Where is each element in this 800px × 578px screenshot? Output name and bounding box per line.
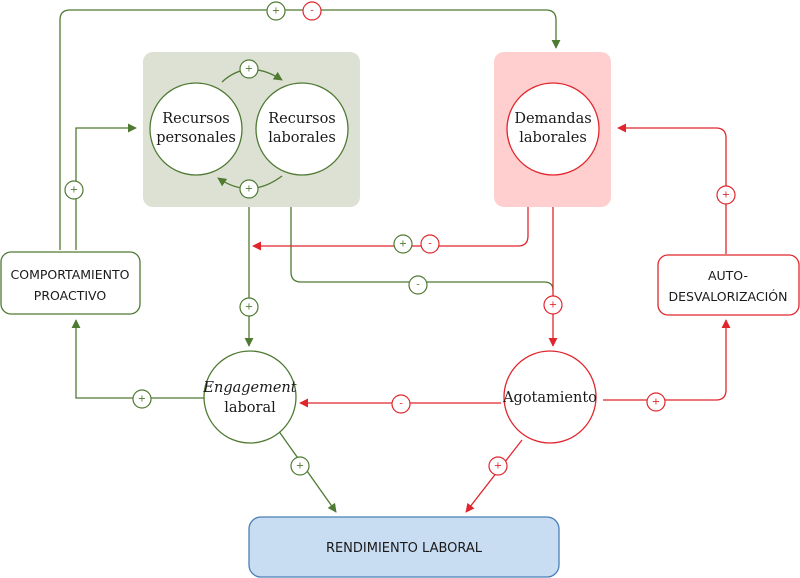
sign-plus-demands-to-resources: + (399, 239, 407, 250)
auto-desvalorizacion-line2: DESVALORIZACIÓN (669, 289, 788, 304)
arrow-exhaustion-to-self-devaluation (603, 319, 731, 401)
demandas-laborales-line2: laborales (519, 130, 587, 146)
sign-minus-resources-to-exhaustion: - (416, 280, 420, 291)
engagement-line1: Engagement (202, 380, 296, 396)
sign-plus-engagement-to-performance: + (296, 461, 304, 472)
arrow-engagement-to-proactive (71, 319, 205, 399)
recursos-laborales-line2: laborales (268, 130, 336, 146)
arrow-self-devaluation-to-demands (617, 123, 727, 254)
arrow-resources-to-exhaustion (290, 207, 554, 291)
node-rendimiento-laboral: RENDIMIENTO LABORAL (248, 516, 560, 578)
sign-minus-demands-to-resources: - (428, 239, 432, 250)
arrow-demands-to-resources (252, 207, 529, 251)
sign-minus-top-loop: - (310, 6, 314, 17)
sign-minus-exhaustion-to-engagement: - (399, 399, 403, 410)
comportamiento-line1: COMPORTAMIENTO (11, 267, 130, 282)
sign-plus-proactive-to-resources: + (70, 185, 78, 196)
demandas-laborales-line1: Demandas (514, 111, 591, 127)
node-auto-desvalorizacion: AUTO- DESVALORIZACIÓN (657, 254, 800, 316)
sign-plus-engagement-to-proactive: + (138, 394, 146, 405)
sign-plus-demands-to-exhaustion: + (549, 300, 557, 311)
node-comportamiento-proactivo: COMPORTAMIENTO PROACTIVO (0, 251, 141, 315)
rendimiento-label: RENDIMIENTO LABORAL (326, 541, 483, 556)
auto-desvalorizacion-line1: AUTO- (708, 268, 748, 283)
sign-plus-exhaustion-to-performance: + (494, 461, 502, 472)
recursos-personales-line1: Recursos (162, 111, 230, 127)
engagement-line2: laboral (224, 400, 276, 416)
comportamiento-line2: PROACTIVO (34, 288, 107, 303)
arrow-proactive-to-resources (75, 123, 137, 250)
sign-plus-top-loop: + (272, 6, 280, 17)
node-recursos-personales: Recursos personales (149, 82, 243, 176)
recursos-laborales-line1: Recursos (268, 111, 336, 127)
node-recursos-laborales: Recursos laborales (255, 82, 349, 176)
sign-plus-self-devaluation-to-demands: + (722, 190, 730, 201)
node-demandas-laborales: Demandas laborales (506, 82, 600, 176)
arrow-exhaustion-to-performance (465, 439, 523, 513)
sign-plus-resources-to-engagement: + (245, 302, 253, 313)
agotamiento-label: Agotamiento (502, 390, 597, 406)
sign-plus-resources-loop-bottom: + (245, 184, 253, 195)
node-agotamiento: Agotamiento (502, 350, 597, 444)
sign-plus-resources-loop-top: + (245, 64, 253, 75)
recursos-personales-line2: personales (156, 130, 236, 146)
node-engagement-laboral: Engagement laboral (202, 350, 297, 444)
sign-plus-exhaustion-to-self-devaluation: + (652, 397, 660, 408)
